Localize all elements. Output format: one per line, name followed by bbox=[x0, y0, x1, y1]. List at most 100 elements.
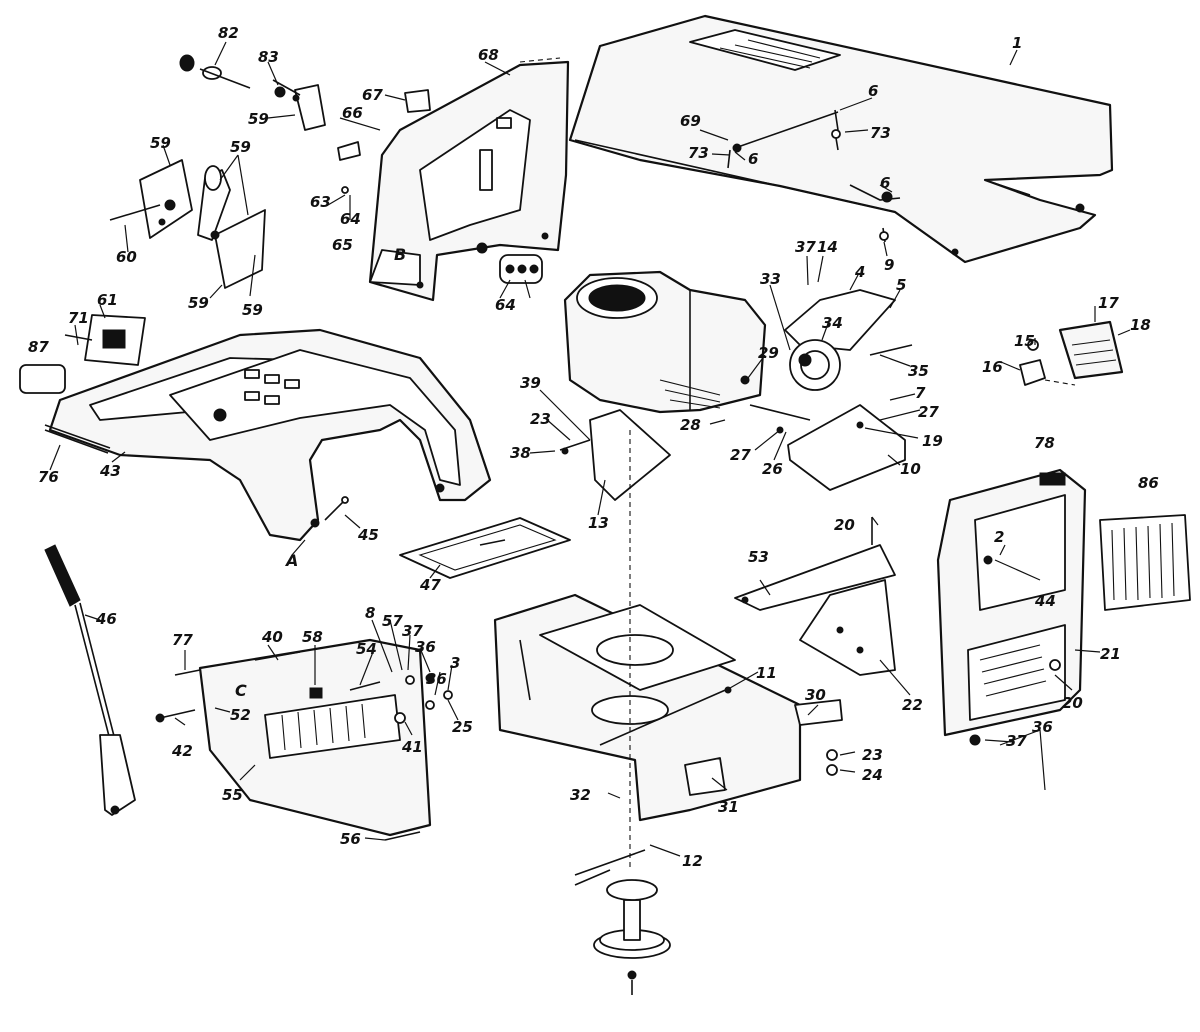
callout-29: 29 bbox=[758, 344, 779, 362]
callout-12: 12 bbox=[682, 852, 703, 870]
callout-10: 10 bbox=[900, 460, 921, 478]
callout-40: 40 bbox=[261, 628, 283, 646]
callout-20: 20 bbox=[834, 516, 855, 534]
callout-69: 69 bbox=[680, 112, 701, 130]
side-panel-part bbox=[198, 638, 432, 837]
callout-54: 54 bbox=[356, 640, 377, 658]
callout-59: 59 bbox=[248, 110, 269, 128]
callout-46: 46 bbox=[95, 610, 117, 628]
callout-41: 41 bbox=[401, 738, 423, 756]
choke-cable-part bbox=[179, 54, 251, 89]
callout-36: 36 bbox=[426, 670, 447, 688]
callout-21: 21 bbox=[1100, 645, 1121, 663]
callout-66: 66 bbox=[342, 104, 363, 122]
callout-B: B bbox=[394, 245, 406, 264]
callout-52: 52 bbox=[230, 706, 251, 724]
dash-panel-part bbox=[368, 57, 570, 302]
pulley-part bbox=[574, 849, 671, 995]
callout-2: 2 bbox=[994, 528, 1004, 546]
callout-82: 82 bbox=[218, 24, 239, 42]
callout-23: 23 bbox=[530, 410, 551, 428]
callout-3: 3 bbox=[450, 654, 460, 672]
callout-6: 6 bbox=[748, 150, 758, 168]
floor-mat-part bbox=[399, 517, 571, 579]
callout-A: A bbox=[284, 551, 298, 570]
grille-housing-part bbox=[936, 468, 1191, 746]
callout-87: 87 bbox=[28, 338, 49, 356]
callout-34: 34 bbox=[822, 314, 843, 332]
callout-13: 13 bbox=[588, 514, 609, 532]
callout-64: 64 bbox=[495, 296, 516, 314]
callout-20: 20 bbox=[1062, 694, 1083, 712]
headlight-part bbox=[1019, 320, 1124, 386]
callout-8: 8 bbox=[365, 604, 375, 622]
callout-47: 47 bbox=[419, 576, 441, 594]
callout-14: 14 bbox=[817, 238, 838, 256]
callout-22: 22 bbox=[902, 696, 923, 714]
callout-71: 71 bbox=[68, 309, 89, 327]
callout-59: 59 bbox=[188, 294, 209, 312]
callout-37: 37 bbox=[795, 238, 816, 256]
callout-26: 26 bbox=[762, 460, 783, 478]
callout-43: 43 bbox=[99, 462, 121, 480]
callout-15: 15 bbox=[1014, 332, 1035, 350]
callout-16: 16 bbox=[982, 358, 1003, 376]
frame-part bbox=[493, 593, 843, 822]
callout-77: 77 bbox=[172, 631, 193, 649]
callout-57: 57 bbox=[382, 612, 403, 630]
light-part bbox=[19, 314, 146, 394]
callout-39: 39 bbox=[520, 374, 541, 392]
callout-27: 27 bbox=[918, 403, 939, 421]
callout-28: 28 bbox=[680, 416, 701, 434]
hood-rod-part bbox=[727, 109, 901, 243]
callout-56: 56 bbox=[340, 830, 361, 848]
callout-1: 1 bbox=[1012, 34, 1022, 52]
callout-24: 24 bbox=[862, 766, 883, 784]
callout-53: 53 bbox=[748, 548, 769, 566]
callout-63: 63 bbox=[310, 193, 331, 211]
callout-55: 55 bbox=[222, 786, 243, 804]
callout-23: 23 bbox=[862, 746, 883, 764]
callout-83: 83 bbox=[258, 48, 279, 66]
callout-C: C bbox=[235, 681, 247, 700]
callout-4: 4 bbox=[854, 263, 865, 281]
callout-59: 59 bbox=[242, 301, 263, 319]
callout-36: 36 bbox=[1032, 718, 1053, 736]
callout-6: 6 bbox=[868, 82, 878, 100]
callout-35: 35 bbox=[908, 362, 929, 380]
callout-65: 65 bbox=[332, 236, 353, 254]
callout-27: 27 bbox=[730, 446, 751, 464]
callout-5: 5 bbox=[896, 276, 906, 294]
callout-31: 31 bbox=[718, 798, 739, 816]
callout-labels: 1 6 73 69 73 6 6 9 82 83 68 67 66 59 59 … bbox=[28, 24, 1159, 870]
callout-68: 68 bbox=[478, 46, 499, 64]
throttle-bracket-part bbox=[272, 79, 431, 194]
callout-17: 17 bbox=[1098, 294, 1119, 312]
callout-73: 73 bbox=[870, 124, 891, 142]
callout-78: 78 bbox=[1034, 434, 1055, 452]
callout-25: 25 bbox=[452, 718, 473, 736]
callout-9: 9 bbox=[884, 256, 894, 274]
callout-44: 44 bbox=[1034, 592, 1056, 610]
leader-lines bbox=[49, 41, 1131, 857]
engine-part bbox=[563, 270, 913, 491]
hood-part bbox=[568, 14, 1114, 264]
callout-86: 86 bbox=[1138, 474, 1159, 492]
support-bracket-part bbox=[734, 517, 896, 676]
fender-trim-part bbox=[44, 424, 111, 454]
callout-60: 60 bbox=[116, 248, 137, 266]
callout-67: 67 bbox=[362, 86, 383, 104]
callout-11: 11 bbox=[756, 664, 777, 682]
side-panel-fastener-part bbox=[155, 669, 453, 841]
callout-30: 30 bbox=[805, 686, 826, 704]
callout-7: 7 bbox=[915, 384, 926, 402]
shift-lever-part bbox=[44, 544, 136, 816]
callout-37: 37 bbox=[402, 622, 423, 640]
callout-38: 38 bbox=[510, 444, 531, 462]
callout-19: 19 bbox=[922, 432, 943, 450]
callout-61: 61 bbox=[97, 291, 118, 309]
callout-45: 45 bbox=[357, 526, 379, 544]
callout-37: 37 bbox=[1006, 732, 1027, 750]
callout-59: 59 bbox=[230, 138, 251, 156]
callout-42: 42 bbox=[171, 742, 193, 760]
